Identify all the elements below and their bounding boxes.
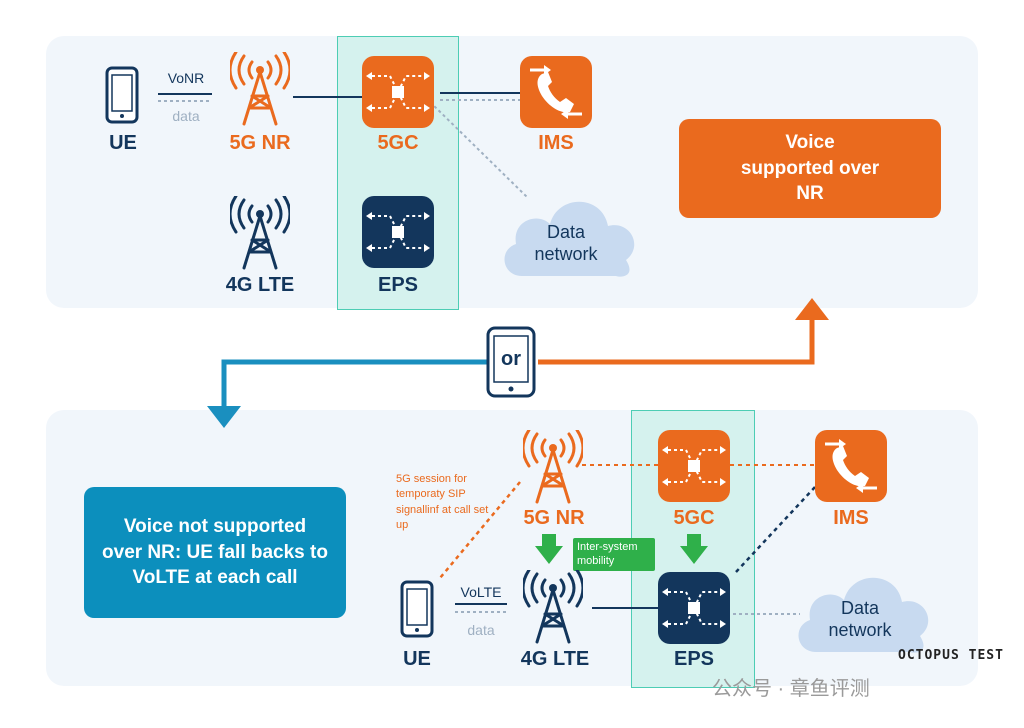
bottom-eps-label: EPS (673, 648, 715, 670)
top-data-label: data (172, 108, 200, 124)
sip-note: 5G session for temporaty SIP signallinf … (396, 473, 489, 532)
top-data-network-label: Data network (534, 222, 598, 264)
watermark-account: 公众号 · 章鱼评测 (712, 678, 870, 700)
bottom-volte-label: VoLTE (460, 584, 502, 600)
ims-phone-icon (520, 56, 592, 128)
bottom-data-network-label: Data network (828, 598, 892, 640)
ims-phone-icon (815, 430, 887, 502)
top-lte-label: 4G LTE (225, 274, 295, 296)
cloud-icon (504, 201, 635, 277)
antenna-icon (523, 570, 583, 644)
voice-not-supported-box: Voice not supported over NR: UE fall bac… (84, 487, 346, 618)
voice-supported-box: Voice supported over NR (679, 119, 941, 218)
top-5gc-label: 5GC (377, 132, 419, 154)
antenna-icon (230, 52, 290, 126)
cloud-icon (798, 577, 929, 653)
phone-icon (486, 326, 536, 398)
top-vonr-label: VoNR (167, 70, 205, 86)
bottom-data-label: data (467, 622, 495, 638)
switch-icon (362, 56, 434, 128)
switch-icon (658, 430, 730, 502)
antenna-icon (230, 196, 290, 270)
switch-icon (362, 196, 434, 268)
bottom-ims-label: IMS (833, 507, 869, 529)
or-label: or (501, 348, 521, 370)
bottom-5gc-label: 5GC (673, 507, 715, 529)
inter-system-mobility-tag: Inter-system mobility (573, 538, 655, 571)
phone-icon (105, 66, 139, 124)
top-nr-label: 5G NR (229, 132, 291, 154)
phone-icon (400, 580, 434, 638)
antenna-icon (523, 430, 583, 504)
switch-icon (658, 572, 730, 644)
bottom-ue-label: UE (403, 648, 431, 670)
watermark-brand: OCTOPUS TEST (898, 648, 1004, 663)
top-eps-label: EPS (377, 274, 419, 296)
top-ims-label: IMS (538, 132, 574, 154)
bottom-lte-label: 4G LTE (520, 648, 590, 670)
bottom-nr-label: 5G NR (523, 507, 585, 529)
top-ue-label: UE (109, 132, 137, 154)
